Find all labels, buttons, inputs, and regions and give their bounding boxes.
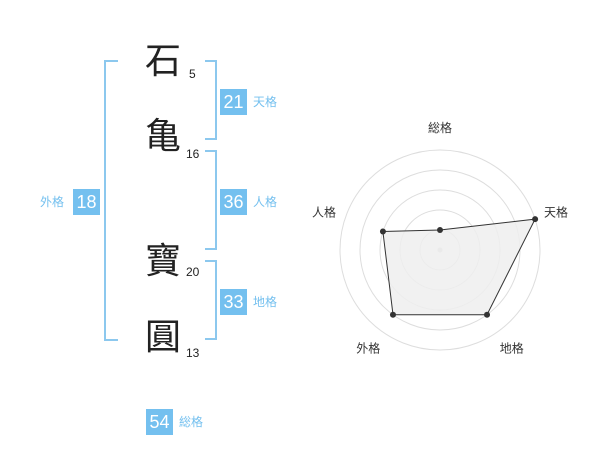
chikaku-bracket — [205, 260, 217, 340]
radar-axis-label: 外格 — [356, 341, 380, 356]
stroke-count-2: 16 — [186, 147, 200, 161]
radar-shape — [382, 218, 536, 316]
gaikaku-label: 外格 — [40, 195, 65, 209]
name-char-1: 石 — [144, 41, 181, 82]
radar-point — [532, 216, 539, 223]
tenkaku-bracket — [205, 60, 217, 140]
name-char-4: 圓 — [144, 317, 181, 358]
radar-point — [437, 227, 443, 233]
jinkaku-bracket — [205, 150, 217, 250]
stroke-count-3: 20 — [186, 265, 200, 279]
radar-axis-label: 天格 — [544, 204, 568, 219]
tenkaku-label: 天格 — [253, 95, 278, 109]
radar-point — [484, 311, 491, 318]
name-char-2: 亀 — [144, 116, 181, 157]
radar-point — [389, 311, 396, 318]
radar-axis-label: 地格 — [500, 341, 524, 356]
name-char-3: 寶 — [144, 241, 181, 282]
tenkaku-value: 21 — [220, 89, 247, 115]
radar-axis-label: 人格 — [312, 204, 336, 219]
soukaku-label: 総格 — [179, 415, 204, 429]
radar-axis-label: 総格 — [428, 120, 452, 135]
soukaku-value: 54 — [146, 409, 173, 435]
stroke-count-1: 5 — [189, 67, 196, 81]
radar-ring — [339, 149, 541, 351]
radar-point — [379, 228, 386, 235]
stroke-count-4: 13 — [186, 346, 200, 360]
gaikaku-value: 18 — [73, 189, 100, 215]
jinkaku-label: 人格 — [253, 195, 278, 209]
chikaku-value: 33 — [220, 289, 247, 315]
chikaku-label: 地格 — [253, 295, 278, 309]
gaikaku-bracket — [104, 60, 118, 341]
radar-points — [379, 216, 539, 318]
jinkaku-value: 36 — [220, 189, 247, 215]
